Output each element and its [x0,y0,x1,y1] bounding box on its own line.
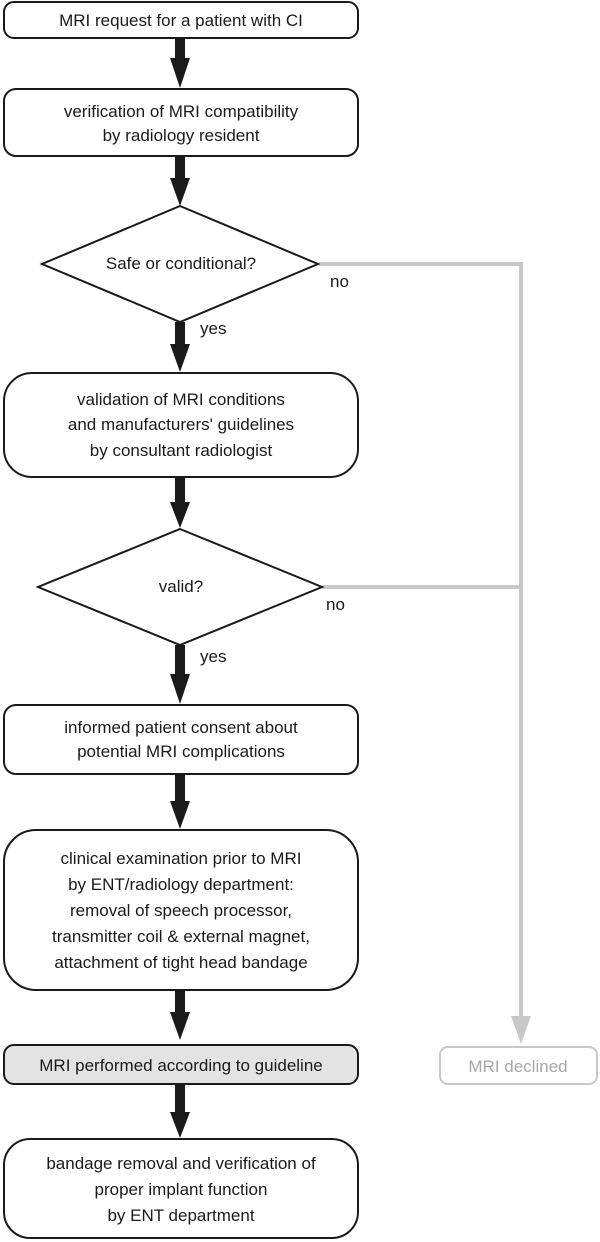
arrow-shaft [175,645,185,679]
node-box [439,1046,598,1085]
decision-diamond [35,527,325,647]
node-text: attachment of tight head bandage [54,953,307,972]
node-box [3,704,359,775]
node-text: validation of MRI conditions [77,390,285,409]
node-clinical-exam: clinical examination prior to MRI by ENT… [3,829,359,991]
node-text: bandage removal and verification of [46,1154,316,1173]
valid-yes-label: yes [200,647,226,666]
arrow-shaft [175,156,185,184]
node-box [3,372,359,478]
node-box [3,88,359,157]
arrow-head [170,801,190,829]
node-text: by radiology resident [103,126,260,145]
node-text: removal of speech processor, [70,901,292,920]
node-box [3,1044,359,1085]
arrow-head [170,674,190,704]
decision-text: Safe or conditional? [106,254,256,273]
arrow-shaft [175,990,185,1016]
node-text: verification of MRI compatibility [64,102,299,121]
decision-safe-or-conditional: Safe or conditional? [39,204,321,324]
arrow-head [170,58,190,88]
node-validation: validation of MRI conditions and manufac… [3,372,359,478]
decision-valid: valid? [35,527,325,647]
node-mri-performed: MRI performed according to guideline [3,1044,359,1085]
arrow-shaft [175,322,185,350]
node-text: by ENT department [107,1206,254,1225]
valid-no-label: no [326,595,345,614]
node-box [3,1138,359,1239]
node-text: clinical examination prior to MRI [61,849,302,868]
node-request: MRI request for a patient with CI [3,1,359,39]
safe-no-connector [318,262,523,1020]
safe-yes-label: yes [200,319,226,338]
arrow-shaft [175,774,185,806]
node-text: by consultant radiologist [90,441,273,460]
node-consent: informed patient consent about potential… [3,704,359,775]
node-text: by ENT/radiology department: [68,875,294,894]
decision-diamond [39,204,321,324]
arrow-head [170,1112,190,1138]
arrow-head [170,178,190,206]
declined-arrowhead [511,1016,531,1044]
declined-path [318,262,523,1020]
decision-text: valid? [159,577,203,596]
node-text: MRI request for a patient with CI [59,11,303,30]
node-mri-declined: MRI declined [439,1046,598,1085]
safe-no-label: no [330,272,349,291]
node-text: MRI declined [468,1057,567,1076]
arrow-head [170,1012,190,1040]
node-text: informed patient consent about [64,718,298,737]
node-text: proper implant function [95,1180,268,1199]
node-bandage-removal: bandage removal and verification of prop… [3,1138,359,1239]
node-box [3,1,359,39]
node-text: transmitter coil & external magnet, [52,927,310,946]
node-box [3,829,359,991]
node-verification: verification of MRI compatibility by rad… [3,88,359,157]
arrow-shaft [175,38,185,64]
main-arrows [170,38,190,1138]
arrow-head [170,344,190,372]
node-text: potential MRI complications [77,742,285,761]
arrow-shaft [175,477,185,507]
arrow-head [170,502,190,528]
arrow-shaft [175,1084,185,1118]
node-text: MRI performed according to guideline [39,1056,322,1075]
node-text: and manufacturers' guidelines [68,415,294,434]
